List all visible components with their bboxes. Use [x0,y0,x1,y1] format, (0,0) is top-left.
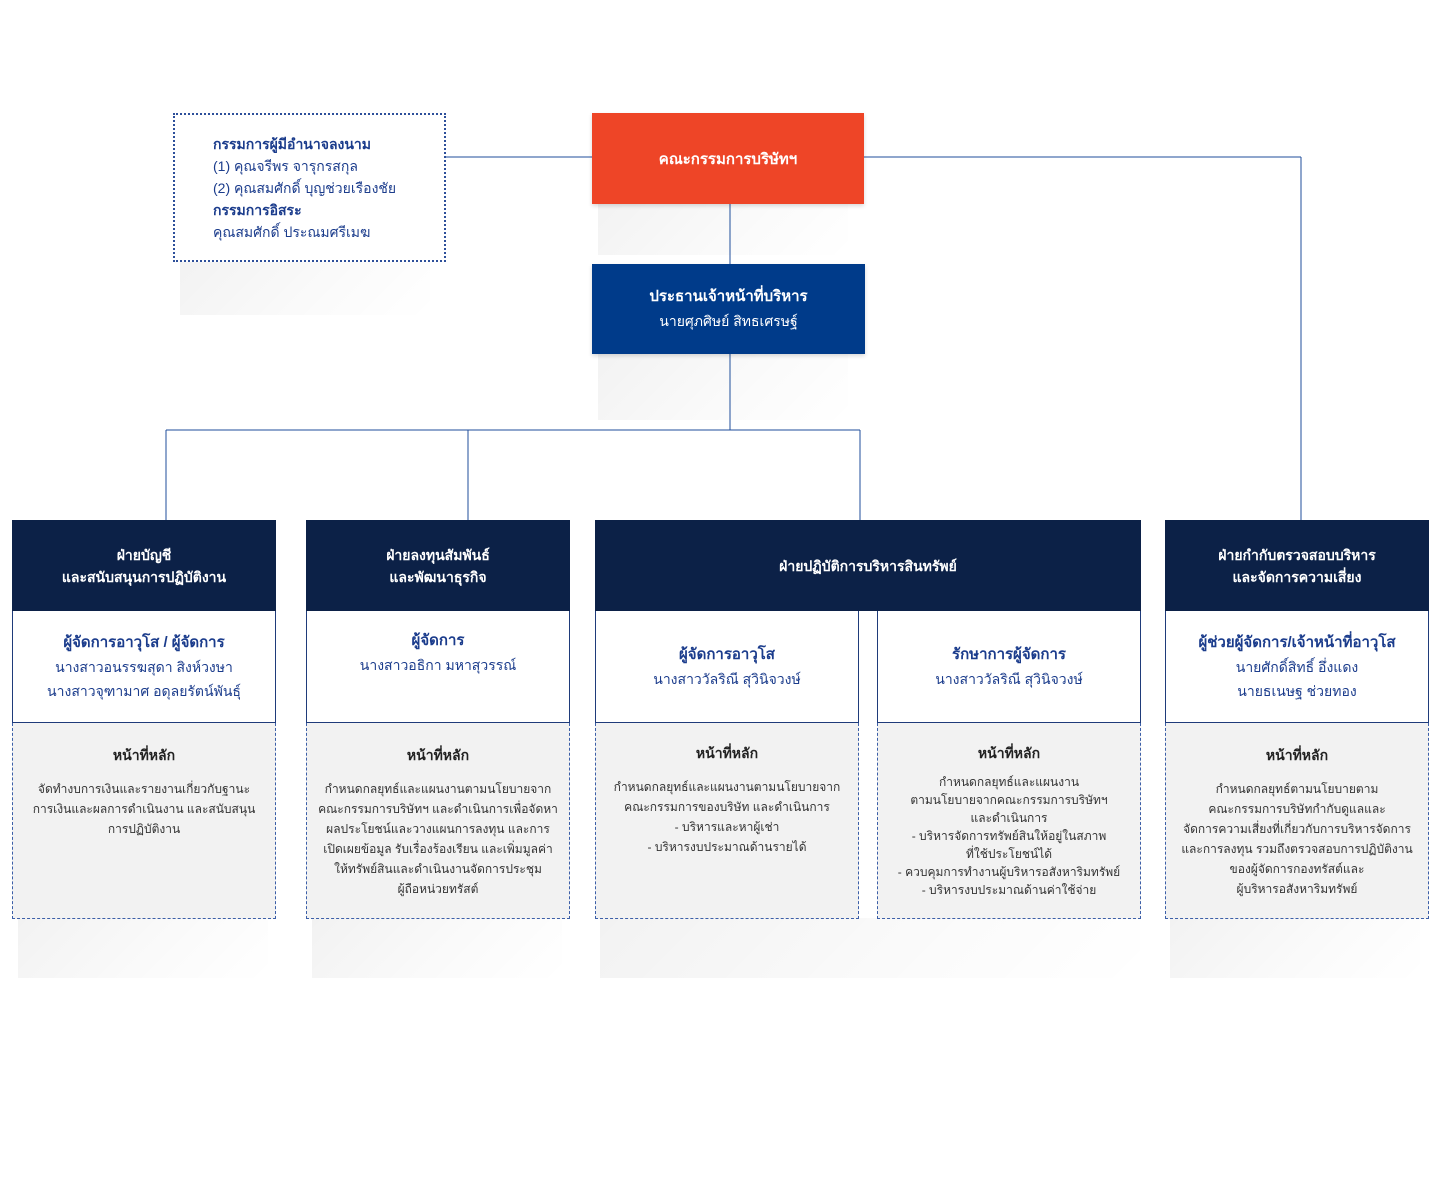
duty-line: ผลประโยชน์และวางแผนการลงทุน และการ [326,822,550,836]
independent-director-1: คุณสมศักดิ์ ประณมศรีเมฆ [213,224,371,240]
dept-header-line: และสนับสนุนการปฏิบัติงาน [61,568,227,585]
duty-line: ให้ทรัพย์สินและดำเนินงานจัดการประชุม [334,862,542,876]
duty-text: จัดทำงบการเงินและรายงานเกี่ยวกับฐานะ การ… [13,779,275,839]
ceo-shadow [598,350,848,420]
manager-name: นางสาวอธิกา มหาสุวรรณ์ [359,657,517,673]
duty-line: กำหนดกลยุทธ์และแผนงาน [938,775,1080,789]
dept-header-line: ฝ่ายลงทุนสัมพันธ์ [386,546,490,563]
dept-investor-relations-manager: ผู้จัดการ นางสาวอธิกา มหาสุวรรณ์ [306,611,570,723]
dept-accounting-manager: ผู้จัดการอาวุโส / ผู้จัดการ นางสาวอนรรฆส… [12,611,276,723]
duty-line: กำหนดกลยุทธ์ตามนโยบายตาม [1215,782,1379,796]
authorized-director-1: (1) คุณจรีพร จารุกรสกุล [213,158,358,174]
manager-name: นางสาววัลริณี สุวินิจวงษ์ [653,670,801,687]
dept-header-line: และจัดการความเสี่ยง [1232,568,1362,585]
manager-role: ผู้จัดการอาวุโส [679,645,775,663]
dept-investor-relations-duties: หน้าที่หลัก กำหนดกลยุทธ์และแผนงานตามนโยบ… [306,723,570,919]
dept-asset-acting-duties: หน้าที่หลัก กำหนดกลยุทธ์และแผนงาน ตามนโย… [877,723,1141,919]
dept-asset-senior-duties: หน้าที่หลัก กำหนดกลยุทธ์และแผนงานตามนโยบ… [595,723,859,919]
dept-investor-relations-header: ฝ่ายลงทุนสัมพันธ์ และพัฒนาธุรกิจ [306,520,570,611]
duty-title: หน้าที่หลัก [112,747,176,763]
duty-line: ผู้บริหารอสังหาริมทรัพย์ [1236,882,1358,896]
authorized-heading: กรรมการผู้มีอำนาจลงนาม [213,136,372,152]
dept-header-line: ฝ่ายกำกับตรวจสอบบริหาร [1218,546,1376,563]
dept-asset-acting-manager: รักษาการผู้จัดการ นางสาววัลริณี สุวินิจว… [877,611,1141,723]
duty-line: เปิดเผยข้อมูล รับเรื่องร้องเรียน และเพิ่… [323,842,553,856]
ceo-name: นายศุภศิษย์ สิทธเศรษฐ์ [659,313,798,329]
duty-line: การเงินและผลการดำเนินงาน และสนับสนุน [32,802,256,816]
dept1-shadow [18,918,268,978]
manager-name: นายศักดิ์สิทธิ์ อึ่งแดง [1235,658,1359,675]
manager-role: รักษาการผู้จัดการ [952,645,1066,663]
duty-line: - ควบคุมการทำงานผู้บริหารอสังหาริมทรัพย์ [897,865,1121,879]
duty-line: คณะกรรมการของบริษัท และดำเนินการ [624,800,830,814]
duty-line: - บริหารงบประมาณด้านค่าใช้จ่าย [921,883,1097,897]
manager-name: นายธเนษฐ ช่วยทอง [1237,682,1357,699]
duty-line: - บริหารงบประมาณด้านรายได้ [647,840,807,854]
dept-compliance-risk-duties: หน้าที่หลัก กำหนดกลยุทธ์ตามนโยบายตาม คณะ… [1165,723,1429,919]
note-shadow [180,255,430,315]
authorized-director-2: (2) คุณสมศักดิ์ บุญช่วยเรืองชัย [213,180,397,196]
board-shadow [598,200,848,255]
duty-line: และดำเนินการ [970,811,1048,825]
duty-line: - บริหารจัดการทรัพย์สินให้อยู่ในสภาพ [911,829,1107,843]
duty-title: หน้าที่หลัก [1265,747,1329,763]
board-label: คณะกรรมการบริษัทฯ [658,150,798,168]
dept-asset-senior-manager: ผู้จัดการอาวุโส นางสาววัลริณี สุวินิจวงษ… [595,611,859,723]
ceo-box: ประธานเจ้าหน้าที่บริหาร นายศุภศิษย์ สิทธ… [592,264,865,354]
dept-header-line: ฝ่ายปฏิบัติการบริหารสินทรัพย์ [779,557,957,574]
dept-header-line: และพัฒนาธุรกิจ [389,568,487,585]
dept3-shadow [600,918,1140,978]
duty-line: จัดทำงบการเงินและรายงานเกี่ยวกับฐานะ [37,782,251,796]
dept-asset-operations-header: ฝ่ายปฏิบัติการบริหารสินทรัพย์ [595,520,1141,611]
manager-name: นางสาวอนรรฆสุดา สิงห์วงษา [55,658,233,675]
dept-compliance-risk-manager: ผู้ช่วยผู้จัดการ/เจ้าหน้าที่อาวุโส นายศั… [1165,611,1429,723]
duty-line: การปฏิบัติงาน [107,822,181,836]
duty-title: หน้าที่หลัก [977,745,1041,761]
dept-compliance-risk-header: ฝ่ายกำกับตรวจสอบบริหาร และจัดการความเสี่… [1165,520,1429,611]
dept-accounting-duties: หน้าที่หลัก จัดทำงบการเงินและรายงานเกี่ย… [12,723,276,919]
duty-text: กำหนดกลยุทธ์และแผนงานตามนโยบายจาก คณะกรร… [307,779,569,899]
duty-line: ตามนโยบายจากคณะกรรมการบริษัทฯ [910,793,1108,807]
dept4-shadow [1170,918,1420,978]
duty-title: หน้าที่หลัก [406,747,470,763]
duty-line: กำหนดกลยุทธ์และแผนงานตามนโยบายจาก [613,780,841,794]
dept-header-line: ฝ่ายบัญชี [116,546,172,563]
duty-line: - บริหารและหาผู้เช่า [674,820,780,834]
independent-heading: กรรมการอิสระ [213,202,302,218]
duty-line: ของผู้จัดการกองทรัสต์และ [1229,862,1365,876]
dept-accounting-header: ฝ่ายบัญชี และสนับสนุนการปฏิบัติงาน [12,520,276,611]
dept2-shadow [312,918,562,978]
duty-line: ผู้ถือหน่วยทรัสต์ [397,882,479,896]
manager-role: ผู้จัดการอาวุโส / ผู้จัดการ [63,633,225,651]
duty-line: ที่ใช้ประโยชน์ได้ [965,847,1053,861]
board-box: คณะกรรมการบริษัทฯ [592,113,864,204]
manager-role: ผู้ช่วยผู้จัดการ/เจ้าหน้าที่อาวุโส [1198,633,1396,651]
manager-name: นางสาวจุฑามาศ อดุลยรัตน์พันธุ์ [47,682,241,699]
duty-line: คณะกรรมการบริษัทกำกับดูแลและ [1208,802,1386,816]
manager-role: ผู้จัดการ [411,632,465,649]
duty-text: กำหนดกลยุทธ์ตามนโยบายตาม คณะกรรมการบริษั… [1166,779,1428,899]
duty-line: จัดการความเสี่ยงที่เกี่ยวกับการบริหารจัด… [1183,822,1411,836]
manager-name: นางสาววัลริณี สุวินิจวงษ์ [935,670,1083,687]
signatory-note: กรรมการผู้มีอำนาจลงนาม (1) คุณจรีพร จารุ… [173,113,446,262]
duty-text: กำหนดกลยุทธ์และแผนงาน ตามนโยบายจากคณะกรร… [878,773,1140,899]
duty-title: หน้าที่หลัก [695,745,759,761]
duty-line: กำหนดกลยุทธ์และแผนงานตามนโยบายจาก [324,782,552,796]
ceo-title: ประธานเจ้าหน้าที่บริหาร [649,288,808,305]
duty-line: คณะกรรมการบริษัทฯ และดำเนินการเพื่อจัดหา [318,802,558,816]
duty-line: และการลงทุน รวมถึงตรวจสอบการปฏิบัติงาน [1181,842,1413,856]
duty-text: กำหนดกลยุทธ์และแผนงานตามนโยบายจาก คณะกรร… [596,777,858,857]
